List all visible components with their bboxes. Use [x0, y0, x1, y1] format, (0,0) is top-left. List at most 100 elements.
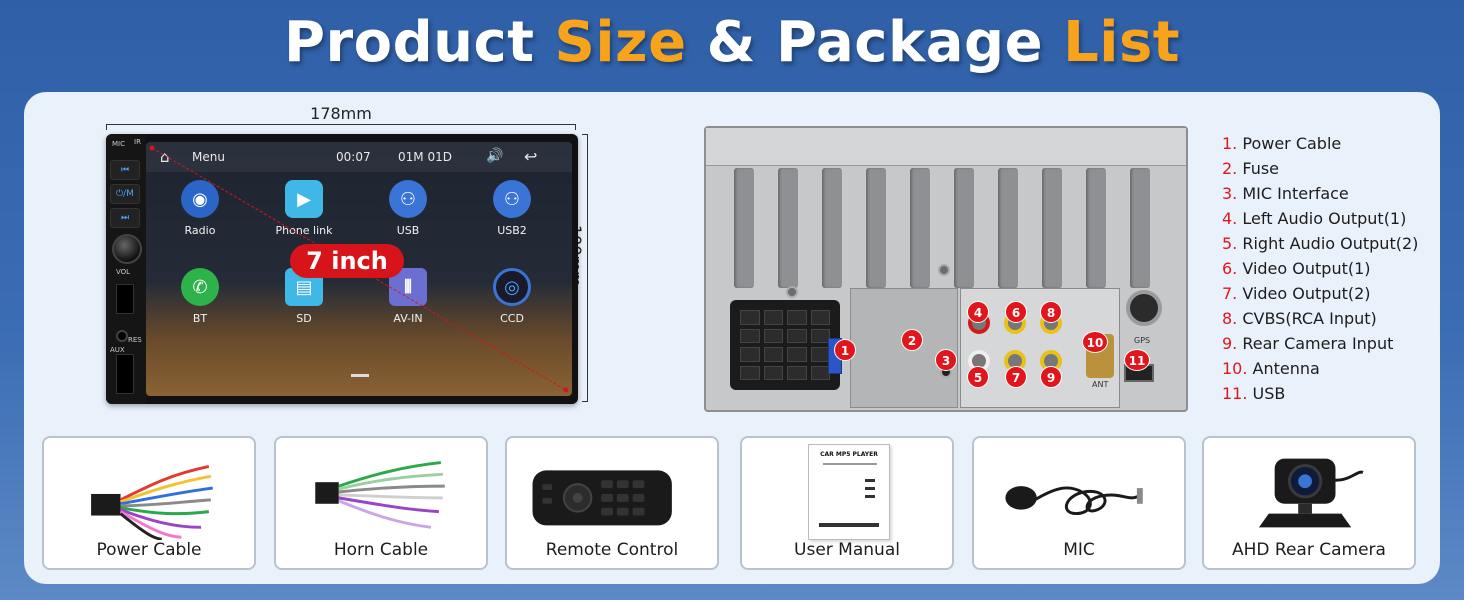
- mic-label: MIC: [112, 140, 125, 148]
- legend-item: 3. MIC Interface: [1222, 184, 1349, 203]
- card-label: AHD Rear Camera: [1232, 540, 1386, 560]
- horn-cable-icon: [315, 461, 445, 529]
- app-label: USB2: [497, 224, 527, 237]
- app-av-in[interactable]: ⫴ AV-IN: [358, 268, 458, 325]
- vent: [1042, 168, 1062, 288]
- app-label: CCD: [500, 312, 524, 325]
- port-legend: 1. Power Cable 2. Fuse 3. MIC Interface …: [1222, 134, 1442, 409]
- card-label: Power Cable: [96, 540, 202, 560]
- volume-knob[interactable]: [112, 234, 142, 264]
- vent: [734, 168, 754, 288]
- marker-5: 5: [967, 366, 989, 388]
- manual-cover-title: CAR MP5 PLAYER: [820, 451, 878, 458]
- vent: [822, 168, 842, 288]
- prev-button[interactable]: ⏮: [110, 160, 140, 180]
- status-bar: ⌂ Menu 00:07 01M 01D 🔊 ↩: [146, 142, 572, 172]
- aux-label: AUX: [110, 346, 125, 354]
- date: 01M 01D: [398, 150, 452, 164]
- power-cable-icon: [91, 465, 213, 540]
- diagonal-line: [149, 145, 569, 393]
- app-label: BT: [192, 312, 208, 325]
- card-label: Remote Control: [545, 540, 679, 560]
- next-button[interactable]: ⏭: [110, 208, 140, 228]
- page-indicator: [351, 374, 369, 377]
- package-card-rear-camera: AHD Rear Camera: [1202, 436, 1416, 570]
- marker-6: 6: [1005, 301, 1027, 323]
- usb-slot: [116, 354, 134, 394]
- width-dimension-line: [106, 124, 576, 130]
- usb2-icon: ⚇: [493, 180, 531, 218]
- camera-icon: ◎: [493, 268, 531, 306]
- app-label: USB: [396, 224, 420, 237]
- legend-item: 7. Video Output(2): [1222, 284, 1371, 303]
- package-card-horn-cable: Horn Cable: [274, 436, 488, 570]
- vent: [998, 168, 1018, 288]
- legend-item: 5. Right Audio Output(2): [1222, 234, 1419, 253]
- marker-3: 3: [935, 349, 957, 371]
- package-card-remote-control: Remote Control: [505, 436, 719, 570]
- vent: [1086, 168, 1106, 288]
- card-label: MIC: [1063, 540, 1095, 560]
- rear-top-cover: [706, 128, 1186, 166]
- app-label: AV-IN: [393, 312, 423, 325]
- app-ccd[interactable]: ◎ CCD: [462, 268, 562, 325]
- app-radio[interactable]: ◉ Radio: [150, 180, 250, 237]
- legend-item: 1. Power Cable: [1222, 134, 1342, 153]
- card-label: User Manual: [794, 540, 900, 560]
- phone-link-icon: ▶: [285, 180, 323, 218]
- volume-icon[interactable]: 🔊: [486, 148, 504, 164]
- marker-8: 8: [1040, 301, 1062, 323]
- marker-1: 1: [834, 339, 856, 361]
- ir-label: IR: [134, 138, 141, 146]
- connector-pins: [740, 310, 830, 380]
- unit-side-panel: MIC IR ⏮ ⏻/M ⏭ VOL AUX RES: [106, 134, 146, 404]
- app-usb2[interactable]: ⚇ USB2: [462, 180, 562, 237]
- back-icon[interactable]: ↩: [524, 147, 538, 166]
- usb-icon: ⚇: [389, 180, 427, 218]
- app-label: Radio: [184, 224, 216, 237]
- marker-10: 10: [1082, 331, 1108, 353]
- marker-4: 4: [967, 301, 989, 323]
- height-dimension-line: [582, 134, 588, 402]
- title-part-3: & Package: [706, 10, 1044, 75]
- gps-port: [1126, 290, 1162, 326]
- marker-7: 7: [1005, 366, 1027, 388]
- manual-text-line: [823, 463, 877, 465]
- package-card-user-manual: CAR MP5 PLAYER User Manual: [740, 436, 954, 570]
- app-phone-link[interactable]: ▶ Phone link: [254, 180, 354, 237]
- vol-label: VOL: [116, 268, 131, 276]
- power-connector: [730, 300, 840, 390]
- home-icon[interactable]: ⌂: [160, 148, 170, 166]
- marker-2: 2: [901, 329, 923, 351]
- legend-item: 4. Left Audio Output(1): [1222, 209, 1407, 228]
- app-bt[interactable]: ✆ BT: [150, 268, 250, 325]
- bluetooth-phone-icon: ✆: [181, 268, 219, 306]
- package-card-power-cable: Power Cable: [42, 436, 256, 570]
- screw: [786, 286, 798, 298]
- marker-9: 9: [1040, 366, 1062, 388]
- marker-11: 11: [1124, 349, 1150, 371]
- radio-icon: ◉: [181, 180, 219, 218]
- vent: [778, 168, 798, 288]
- ant-label: ANT: [1092, 380, 1109, 389]
- res-label: RES: [128, 336, 142, 344]
- app-label: SD: [296, 312, 312, 325]
- power-mode-button[interactable]: ⏻/M: [110, 184, 140, 204]
- aux-port: [116, 330, 128, 342]
- title-part-2: Size: [554, 10, 687, 75]
- legend-item: 8. CVBS(RCA Input): [1222, 309, 1377, 328]
- rear-camera-icon: [1258, 458, 1364, 528]
- manual-icon-row: [819, 523, 879, 527]
- manual-mark: [865, 495, 875, 498]
- manual-mark: [865, 487, 875, 490]
- card-label: Horn Cable: [333, 540, 429, 560]
- clock: 00:07: [336, 150, 371, 164]
- user-manual-icon: CAR MP5 PLAYER: [808, 444, 890, 540]
- remote-control-icon: [532, 470, 672, 526]
- app-usb[interactable]: ⚇ USB: [358, 180, 458, 237]
- app-label: Phone link: [275, 224, 333, 237]
- menu-label[interactable]: Menu: [192, 150, 225, 164]
- vent: [910, 168, 930, 288]
- package-card-mic: MIC: [972, 436, 1186, 570]
- screen-size-badge: 7 inch: [290, 244, 404, 278]
